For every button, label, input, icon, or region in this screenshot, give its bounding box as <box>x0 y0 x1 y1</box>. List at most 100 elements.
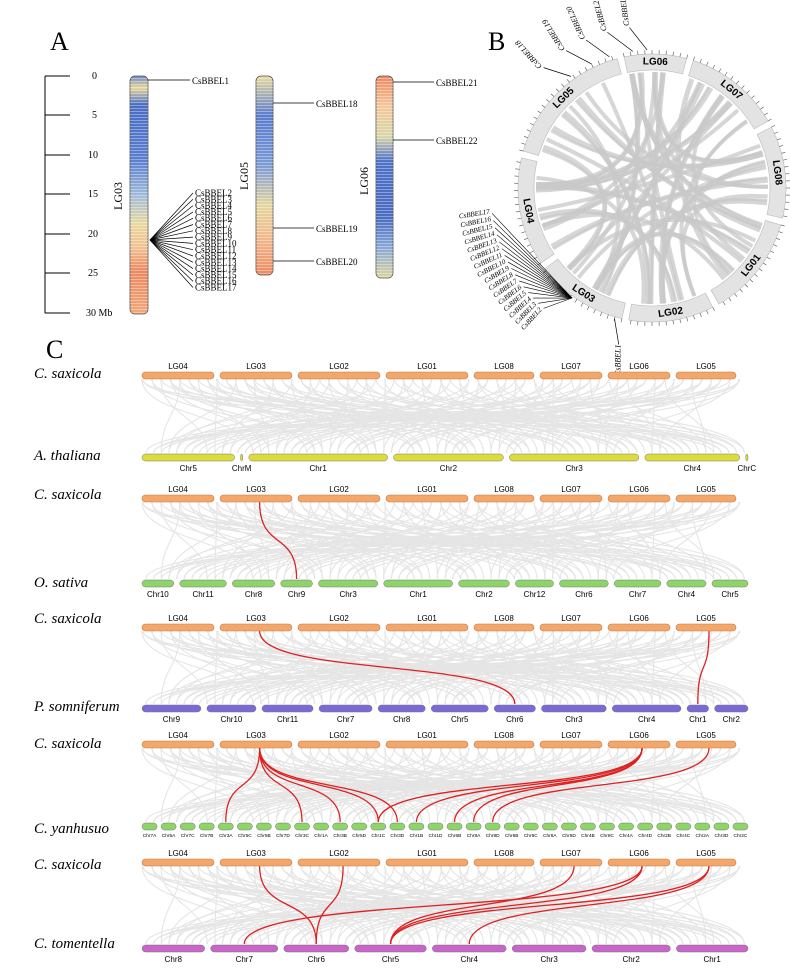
target-chr-label: Chr4B <box>581 833 595 839</box>
gene-fan-lg03 <box>149 192 194 288</box>
gene-label-csbbel7: CsBBEL7 <box>195 220 233 230</box>
target-chr-label: Chr4 <box>461 955 479 964</box>
target-chr-chr2 <box>393 453 504 462</box>
circos-segment-lg03 <box>544 258 626 319</box>
gene-label-csbbel17: CsBBEL17 <box>195 283 237 293</box>
target-chr-label: Chr3 <box>565 715 583 724</box>
panel-label-c: C <box>46 335 63 364</box>
ref-chr-label: LG01 <box>417 485 437 494</box>
ref-chr-lg03 <box>219 494 293 503</box>
ref-chr-lg07 <box>539 494 603 503</box>
target-chr-chr7 <box>210 944 279 953</box>
target-chr-label: Chr11 <box>192 590 214 599</box>
target-chr-label: Chr3C <box>295 833 309 839</box>
ref-chr-lg06 <box>607 740 671 749</box>
circos-gene-csbbel22: CsBBEL22 <box>617 0 631 27</box>
ref-chr-label: LG05 <box>696 485 716 494</box>
ref-chr-label: LG06 <box>629 485 649 494</box>
syntenic-link-red <box>258 865 317 945</box>
target-chr-label: Chr4 <box>684 464 702 473</box>
ref-chr-lg05 <box>675 494 737 503</box>
ref-chr-label: LG07 <box>561 485 581 494</box>
ref-chr-label: LG08 <box>494 485 514 494</box>
target-chr-label: Chr3 <box>540 955 558 964</box>
ref-chr-lg01 <box>385 858 469 867</box>
target-chr-chr5 <box>354 944 427 953</box>
ref-chr-label: LG07 <box>561 849 581 858</box>
target-chr-chr6b <box>446 822 463 831</box>
ref-chr-label: LG02 <box>329 485 349 494</box>
target-chr-label: Chr1 <box>704 955 722 964</box>
target-chr-chr5a <box>160 822 177 831</box>
target-chr-label: Chr7D <box>276 833 290 839</box>
target-chr-label: Chr7 <box>337 715 355 724</box>
syntenic-link-red <box>389 865 710 945</box>
target-chr-label: Chr1A <box>314 833 328 839</box>
species-label-ref: C. saxicola <box>34 857 102 873</box>
syntenic-link-red <box>389 865 643 945</box>
target-chr-chr2 <box>458 579 510 588</box>
target-chr-label: Chr7 <box>629 590 647 599</box>
target-chr-chr1 <box>383 579 453 588</box>
syntenic-link-red <box>389 865 575 945</box>
species-label-target: A. thaliana <box>33 448 101 464</box>
target-chr-chr11 <box>179 579 227 588</box>
chromosome-label-lg06: LG06 <box>357 167 371 195</box>
circos-gene-csbbel1: CsBBEL1 <box>614 345 623 377</box>
target-chr-chr1 <box>676 944 749 953</box>
circos-plot: LG06LG07LG08LG01LG02LG03LG04LG05CsBBEL22… <box>458 0 790 376</box>
target-chr-label: Chr5 <box>180 464 198 473</box>
gene-label-csbbel3: CsBBEL3 <box>195 194 233 204</box>
target-chr-chr3 <box>541 704 607 713</box>
ref-chr-lg02 <box>297 858 381 867</box>
target-chr-label: Chr1 <box>689 715 707 724</box>
species-label-ref: C. saxicola <box>34 611 102 627</box>
target-chr-chr5c <box>237 822 253 831</box>
ref-chr-label: LG06 <box>629 849 649 858</box>
target-chr-chr4 <box>612 704 682 713</box>
ref-chr-label: LG07 <box>561 731 581 740</box>
scale-label-0: 0 <box>92 71 97 82</box>
ref-chr-label: LG04 <box>168 614 188 623</box>
target-chr-label: Chr6 <box>575 590 593 599</box>
ref-chr-label: LG04 <box>168 485 188 494</box>
target-chr-chr2 <box>714 704 749 713</box>
scale-label-30: 30 Mb <box>86 308 112 319</box>
target-chr-chr7d <box>275 822 291 831</box>
ref-chr-lg04 <box>141 371 215 380</box>
ref-chr-label: LG01 <box>417 731 437 740</box>
target-chr-label: Chr1 <box>310 464 328 473</box>
species-label-ref: C. saxicola <box>34 736 102 752</box>
target-chr-chr1c <box>370 822 387 831</box>
circos-segment-lg06 <box>623 53 688 75</box>
target-chr-chr3a <box>218 822 234 831</box>
ref-chr-label: LG08 <box>494 614 514 623</box>
target-chr-label: Chr9 <box>288 590 306 599</box>
scale-label-25: 25 <box>88 268 98 279</box>
target-chr-label: Chr8D <box>486 833 500 839</box>
scale-label-10: 10 <box>88 150 98 161</box>
target-chr-chr2 <box>591 944 671 953</box>
ref-chr-label: LG05 <box>696 731 716 740</box>
target-chr-chr1b <box>408 822 425 831</box>
gene-label-csbbel13: CsBBEL13 <box>195 257 237 267</box>
syntenic-link-red <box>415 747 643 823</box>
gene-label-csbbel19: CsBBEL19 <box>316 224 358 234</box>
circos-gene-csbbel20: CsBBEL20 <box>564 5 587 41</box>
ref-chr-lg08 <box>473 494 535 503</box>
ref-chr-lg04 <box>141 494 215 503</box>
gene-label-csbbel4: CsBBEL4 <box>195 201 233 211</box>
ref-chr-label: LG02 <box>329 362 349 371</box>
target-chr-label: Chr2 <box>623 955 641 964</box>
ref-chr-label: LG06 <box>629 362 649 371</box>
target-chr-label: Chr2 <box>723 715 741 724</box>
ref-chr-label: LG05 <box>696 614 716 623</box>
ref-chr-lg06 <box>607 858 671 867</box>
target-chr-chr10 <box>141 579 175 588</box>
gene-label-csbbel14: CsBBEL14 <box>195 264 237 274</box>
target-chr-label: Chr2C <box>734 833 748 839</box>
ref-chr-lg07 <box>539 858 603 867</box>
target-chr-chr6c <box>523 822 539 831</box>
circos-segment-lg01 <box>710 220 782 305</box>
